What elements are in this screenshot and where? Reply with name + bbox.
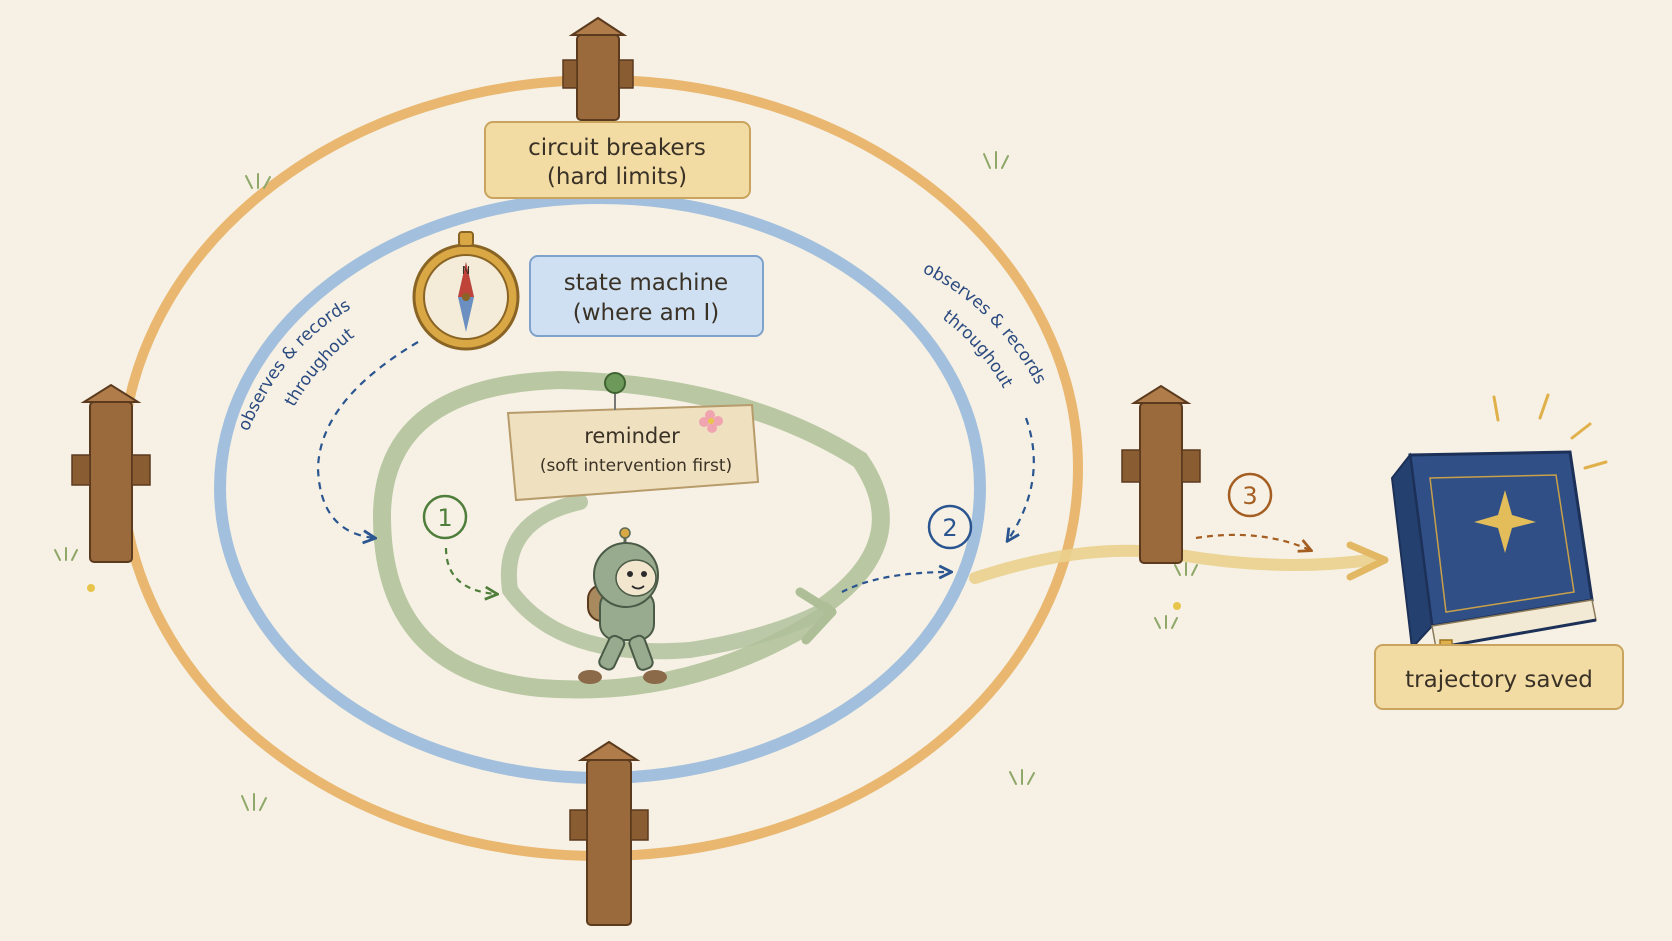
compass-icon: N — [412, 231, 520, 351]
observe-arrow-left — [316, 341, 419, 538]
flower-icon — [699, 410, 723, 433]
step-3-badge: 3 — [1227, 472, 1273, 518]
fence-post-icon — [71, 383, 151, 563]
step-2-badge: 2 — [927, 504, 973, 550]
step-3-arrow — [1195, 533, 1310, 550]
trajectory-tag: trajectory saved — [1374, 644, 1624, 710]
robot-icon — [578, 527, 667, 684]
step-1-arrow — [444, 547, 496, 594]
flower-dot — [87, 584, 95, 592]
circuit-breakers-title: circuit breakers — [528, 135, 706, 161]
reminder-subtitle: (soft intervention first) — [540, 456, 732, 476]
circuit-breakers-subtitle: (hard limits) — [547, 164, 687, 190]
fence-post-icon — [1121, 384, 1201, 564]
reminder-title: reminder — [584, 424, 680, 448]
spiral-arrowhead — [795, 587, 837, 645]
state-machine-title: state machine — [564, 270, 728, 296]
pushpin-icon — [604, 372, 626, 410]
fence-post-icon — [569, 740, 649, 926]
fence-post-icon — [562, 16, 634, 121]
step-3-number: 3 — [1242, 482, 1257, 510]
trajectory-label: trajectory saved — [1405, 667, 1593, 693]
state-machine-subtitle: (where am I) — [573, 300, 720, 326]
step-1-badge: 1 — [422, 494, 468, 540]
flower-dot — [1173, 602, 1181, 610]
book-icon — [1390, 393, 1608, 681]
grass-tufts — [54, 151, 1198, 811]
step-2-arrow — [841, 572, 950, 593]
exit-path-arrowhead — [1346, 541, 1389, 581]
step-1-number: 1 — [437, 504, 452, 532]
state-machine-tag: state machine (where am I) — [529, 255, 764, 337]
circuit-breakers-tag: circuit breakers (hard limits) — [484, 121, 751, 199]
inner-spiral — [372, 370, 890, 699]
svg-text:N: N — [462, 264, 470, 277]
observe-arrow-right — [1008, 417, 1035, 540]
inner-spiral-arm — [500, 494, 833, 660]
step-2-number: 2 — [942, 514, 957, 542]
reminder-note: reminder (soft intervention first) — [506, 403, 760, 502]
